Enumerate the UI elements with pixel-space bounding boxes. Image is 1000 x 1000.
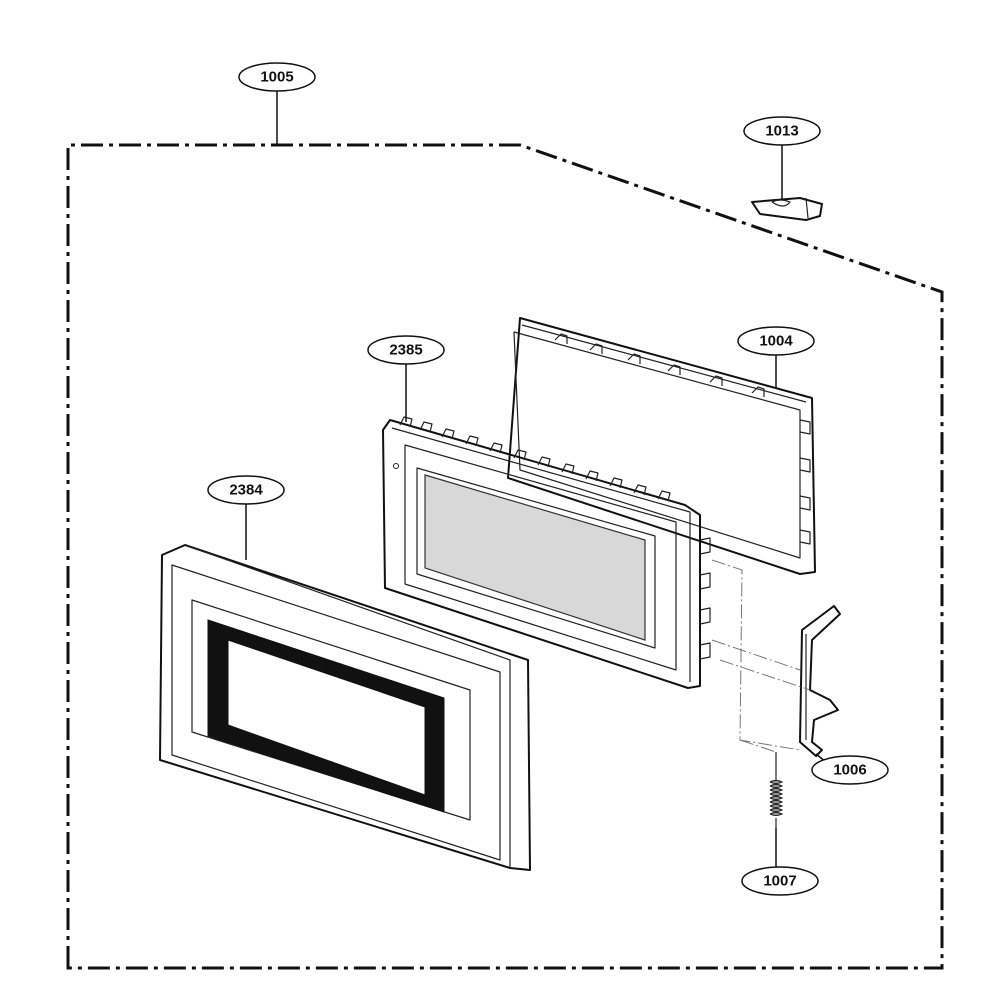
- part-1006-latch: [799, 605, 841, 757]
- callout-2385: 2385: [367, 335, 445, 422]
- door-window-border: [207, 619, 445, 813]
- callout-1007: 1007: [741, 828, 819, 896]
- part-2384-front-door: [159, 544, 531, 871]
- callout-label-1006: 1006: [833, 762, 866, 779]
- glass-window: [424, 474, 646, 641]
- callout-label-1007: 1007: [763, 873, 796, 890]
- callout-label-1004: 1004: [759, 333, 793, 350]
- part-1004-choke-frame: [507, 317, 816, 575]
- callout-label-1013: 1013: [765, 123, 798, 140]
- part-1013-hinge-clip: [751, 197, 823, 221]
- callout-label-1005: 1005: [260, 69, 293, 86]
- callout-1013: 1013: [743, 116, 821, 200]
- assembly-guide-lines: [711, 559, 811, 753]
- callout-1006: 1006: [811, 753, 889, 785]
- part-1007-spring: [769, 752, 784, 828]
- callout-1004: 1004: [737, 326, 815, 388]
- callout-1005: 1005: [238, 62, 316, 145]
- callout-label-2384: 2384: [229, 482, 263, 499]
- part-2385-inner-door: [382, 416, 711, 689]
- assembly-boundary: [66, 143, 944, 970]
- callout-label-2385: 2385: [389, 342, 422, 359]
- callout-2384: 2384: [207, 475, 285, 560]
